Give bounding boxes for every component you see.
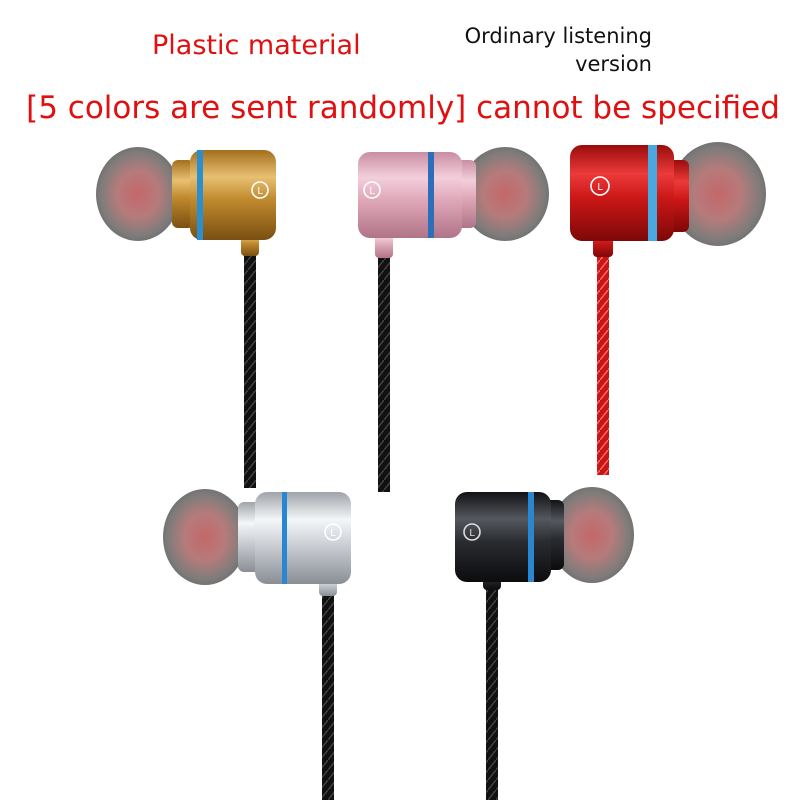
housing-rose-gold	[358, 152, 462, 238]
earphone-black: L	[455, 487, 634, 800]
cable-rose-gold	[378, 250, 390, 492]
version-label-line1: Ordinary listening	[464, 24, 652, 48]
housing-black	[455, 492, 551, 582]
version-label: Ordinary listening version	[430, 22, 652, 78]
housing-silver	[255, 492, 351, 584]
l-badge-icon	[363, 181, 381, 199]
l-badge-icon	[463, 523, 481, 541]
ear-tip-gold	[96, 147, 180, 241]
housing-gold	[190, 150, 276, 240]
cable-black	[486, 585, 498, 800]
ear-tip-black	[550, 487, 634, 583]
svg-text:L: L	[369, 186, 375, 197]
ear-tip-silver	[163, 489, 247, 585]
svg-text:L: L	[597, 182, 603, 193]
l-badge-icon	[324, 523, 342, 541]
version-label-line2: version	[575, 52, 652, 76]
housing-red	[570, 145, 674, 241]
ear-tip-red	[670, 142, 766, 246]
cable-red	[597, 250, 609, 475]
svg-text:L: L	[257, 186, 263, 197]
earphone-red: L	[570, 142, 766, 475]
material-label: Plastic material	[152, 30, 361, 61]
ear-tip-rose-gold	[461, 147, 549, 241]
cable-silver	[322, 590, 334, 800]
cable-gold	[244, 250, 256, 488]
svg-text:L: L	[469, 528, 475, 539]
l-badge-icon	[251, 181, 269, 199]
earphone-silver: L	[163, 489, 351, 800]
earphone-gold: L	[96, 147, 276, 488]
svg-text:L: L	[330, 528, 336, 539]
l-badge-icon	[590, 176, 610, 196]
random-color-notice: [5 colors are sent randomly] cannot be s…	[26, 90, 780, 126]
earphone-rose-gold: L	[358, 147, 549, 492]
